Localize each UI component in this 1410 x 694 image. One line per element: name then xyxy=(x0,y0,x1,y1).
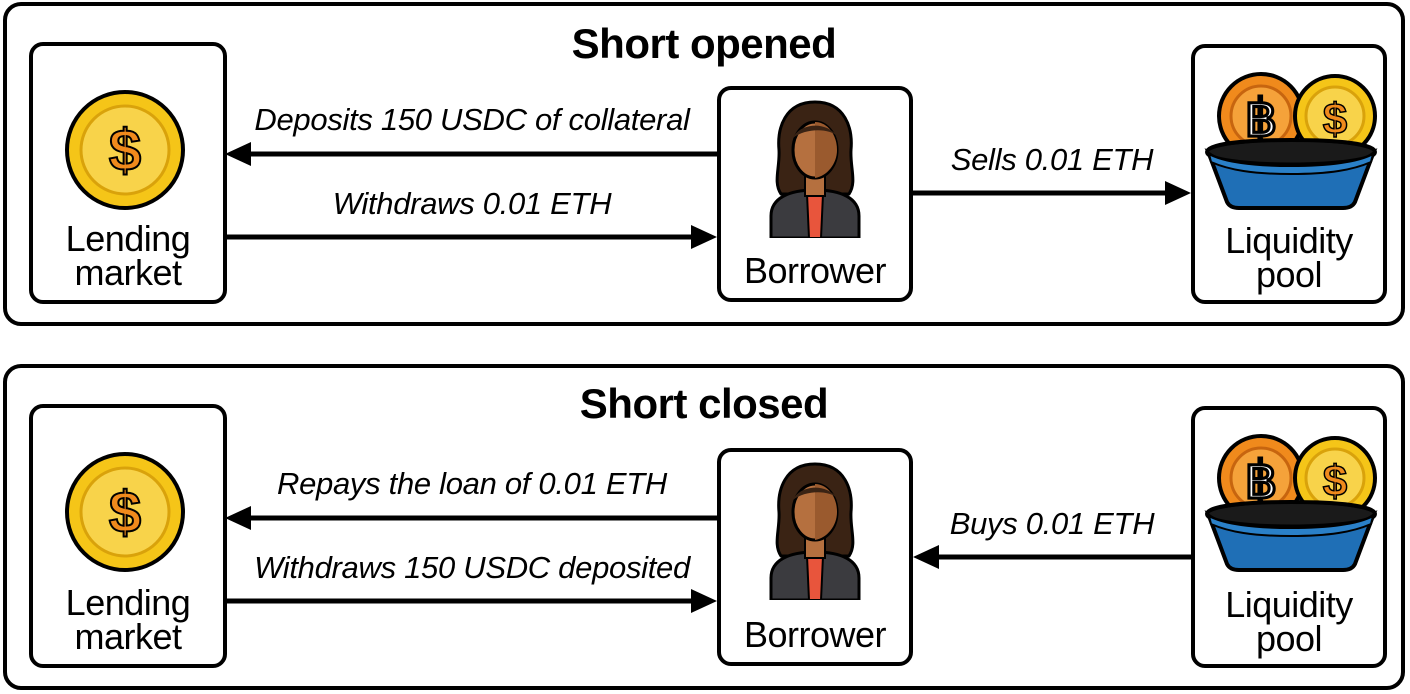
dollar-coin-icon: $ xyxy=(65,452,185,572)
flow-arrows xyxy=(225,142,1191,249)
panel-title: Short opened xyxy=(571,20,837,67)
borrower-node: Borrower xyxy=(717,448,913,666)
liquidity-pool-label: Liquidity pool xyxy=(1225,584,1353,659)
coin-pool-icon: ฿ $ xyxy=(1204,72,1378,210)
liquidity-pool-node: ฿ $ Liquidity pool xyxy=(1191,44,1387,304)
arrow-withdraw-usdc xyxy=(225,589,717,613)
diagram-panel-short-opened: Short opened $ Lending market Borrower xyxy=(3,2,1405,326)
diagram-panel-short-closed: Short closed $ Lending market Borrower xyxy=(3,364,1405,690)
flow-arrows xyxy=(225,506,1191,613)
person-icon xyxy=(769,462,861,600)
arrow-deposit-collateral xyxy=(225,142,717,166)
edge-label-deposit: Deposits 150 USDC of collateral xyxy=(254,102,690,137)
edge-label-repay: Repays the loan of 0.01 ETH xyxy=(277,466,667,501)
borrower-node: Borrower xyxy=(717,86,913,302)
borrower-label: Borrower xyxy=(743,250,887,291)
borrower-label: Borrower xyxy=(743,614,887,655)
dollar-coin-icon: $ xyxy=(65,90,185,210)
coin-pool-icon: ฿ $ xyxy=(1204,434,1378,572)
edge-label-sell: Sells 0.01 ETH xyxy=(950,142,1154,177)
panel-title: Short closed xyxy=(579,380,829,427)
arrow-sell-eth xyxy=(913,181,1191,205)
svg-text:$: $ xyxy=(1323,457,1347,506)
lending-market-node: $ Lending market xyxy=(29,42,227,304)
liquidity-pool-node: ฿ $ Liquidity pool xyxy=(1191,406,1387,668)
person-icon xyxy=(769,100,861,238)
edge-label-withdraw: Withdraws 150 USDC deposited xyxy=(254,550,690,585)
arrow-withdraw-eth xyxy=(225,225,717,249)
svg-text:$: $ xyxy=(109,480,141,545)
edge-label-buy: Buys 0.01 ETH xyxy=(949,506,1155,541)
lending-market-label: Lending market xyxy=(65,218,191,293)
svg-text:$: $ xyxy=(1323,95,1347,144)
arrow-repay-loan xyxy=(225,506,717,530)
liquidity-pool-label: Liquidity pool xyxy=(1225,220,1353,295)
lending-market-node: $ Lending market xyxy=(29,404,227,668)
arrow-buy-eth xyxy=(913,545,1191,569)
svg-text:$: $ xyxy=(109,118,141,183)
edge-label-withdraw: Withdraws 0.01 ETH xyxy=(332,186,612,221)
lending-market-label: Lending market xyxy=(65,582,191,657)
